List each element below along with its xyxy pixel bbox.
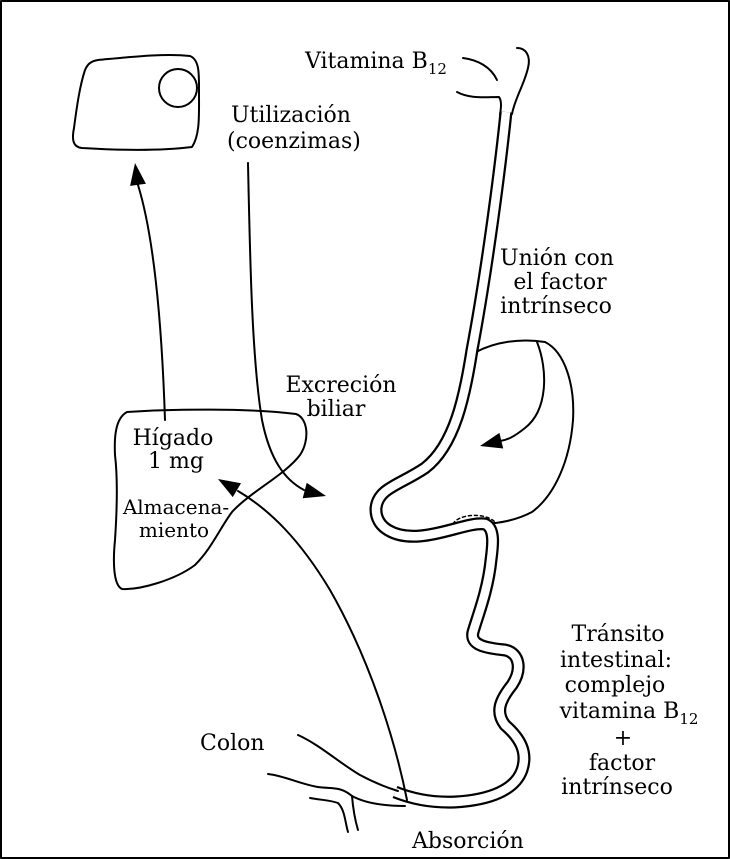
colon-line	[309, 797, 349, 833]
pylorus-dashed-outline	[452, 514, 496, 525]
label-vitamin-text: vitamina B	[559, 699, 680, 724]
label-line: +	[614, 726, 632, 751]
label-vitamin-subscript: 12	[679, 710, 698, 728]
label-line: (coenzimas)	[227, 129, 361, 154]
label-colon: Colon	[200, 731, 265, 756]
esophagus-top-right-line	[511, 47, 530, 115]
colon-branches	[267, 734, 406, 833]
label-line: factor	[589, 751, 656, 776]
arrow-liver-to-cell	[130, 163, 166, 421]
label-line: Almacena-	[122, 495, 229, 519]
arrow-absorption-to-liver	[218, 479, 408, 801]
label-vitamin-b12: Vitamina B12	[304, 49, 447, 78]
esophagus-top-left-line	[456, 91, 502, 116]
liver-outline	[112, 408, 308, 591]
label-line: Hígado	[133, 426, 214, 451]
label-intestinal-transit: Tránsito intestinal: complejo vitamina B…	[559, 622, 699, 800]
label-line: biliar	[307, 397, 366, 422]
label-liver: Hígado 1 mg	[133, 426, 214, 474]
label-line: intrínseco	[500, 294, 612, 319]
mouth-line	[462, 57, 498, 81]
pharynx-lines	[456, 47, 530, 116]
arrow-shaft	[237, 490, 408, 801]
label-vitamin-b12-subscript: 12	[428, 60, 447, 78]
label-line: vitamina B12	[559, 699, 699, 728]
cell-outline	[72, 53, 201, 151]
label-line: intestinal:	[560, 648, 672, 673]
gi-tube-lumen	[371, 111, 529, 807]
label-line: el factor	[513, 270, 607, 295]
arrowhead	[218, 479, 241, 498]
colon-line	[351, 795, 359, 831]
cell-nucleus	[158, 68, 198, 108]
arrowhead	[302, 482, 326, 499]
stomach-outline	[475, 339, 575, 525]
label-utilization: Utilización (coenzimas)	[227, 103, 361, 154]
label-line: Unión con	[500, 246, 614, 271]
label-line: complejo	[565, 673, 666, 698]
label-biliary-excretion: Excreción biliar	[285, 373, 396, 422]
gi-tract-tube	[369, 111, 531, 809]
label-intrinsic-factor-binding: Unión con el factor intrínseco	[500, 246, 614, 319]
label-line: 1 mg	[148, 449, 204, 474]
arrow-utilization-to-excretion	[247, 162, 326, 499]
arrow-shaft	[499, 341, 546, 442]
label-line: Tránsito	[572, 622, 665, 647]
arrow-shaft	[137, 184, 166, 421]
colon-line	[297, 734, 399, 792]
label-vitamin-b12-text: Vitamina B	[304, 49, 428, 74]
label-line: miento	[139, 518, 209, 542]
arrowhead	[130, 163, 146, 186]
target-cell	[72, 53, 201, 151]
label-line: intrínseco	[561, 775, 673, 800]
arrow-shaft	[247, 162, 305, 491]
colon-line	[267, 773, 406, 807]
label-storage: Almacena- miento	[122, 495, 229, 542]
label-line: Excreción	[285, 373, 396, 398]
label-line: Utilización	[231, 103, 351, 128]
arrowhead	[480, 432, 504, 449]
arrow-intrinsic-factor-binding	[480, 341, 546, 449]
label-absorption: Absorción	[411, 829, 524, 854]
